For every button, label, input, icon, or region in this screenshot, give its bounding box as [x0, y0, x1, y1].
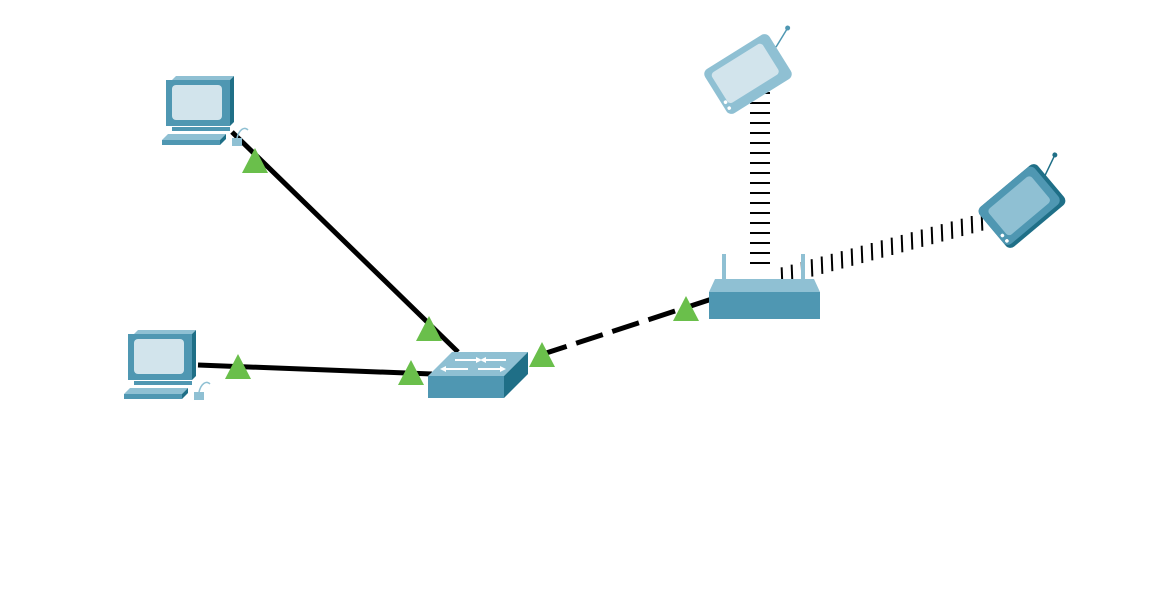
wireless-signal-pda1 [750, 92, 770, 264]
wireless-router-1[interactable] [709, 254, 820, 319]
link-up-indicator [398, 360, 424, 385]
wireless-tick [880, 240, 884, 258]
wireless-tick [940, 224, 944, 242]
pda-icon [704, 25, 792, 114]
wireless-tick [810, 259, 814, 277]
wireless-router-icon [709, 254, 820, 319]
wireless-tick [830, 253, 834, 272]
wireless-tick [930, 226, 934, 245]
link-switch-router[interactable] [539, 296, 713, 358]
link-up-indicator [242, 148, 268, 173]
desktop-computer-icon [123, 329, 211, 401]
wireless-tick [970, 215, 974, 234]
links-layer [197, 92, 984, 377]
pda-1[interactable] [702, 20, 813, 116]
pda-icon [978, 152, 1066, 248]
link-up-indicator [416, 316, 442, 341]
link-indicators [225, 148, 699, 385]
wireless-tick [950, 221, 954, 239]
wireless-tick [910, 232, 914, 250]
wireless-tick [850, 248, 854, 266]
pda-2[interactable] [976, 147, 1085, 250]
wireless-tick [890, 237, 894, 256]
switch-icon [428, 352, 528, 398]
wireless-tick [960, 218, 964, 237]
link-up-indicator [529, 342, 555, 367]
pc-2[interactable] [123, 329, 211, 401]
wireless-tick [820, 256, 824, 274]
wireless-signal-pda2 [780, 213, 984, 285]
wireless-tick [870, 242, 874, 261]
wireless-tick [900, 234, 904, 253]
link-up-indicator [673, 296, 699, 321]
link-pc1-switch[interactable] [230, 130, 460, 354]
wireless-tick [860, 245, 864, 264]
switch-1[interactable] [428, 352, 528, 398]
wireless-tick [840, 251, 844, 269]
wireless-tick [920, 229, 924, 247]
link-up-indicator [225, 354, 251, 379]
